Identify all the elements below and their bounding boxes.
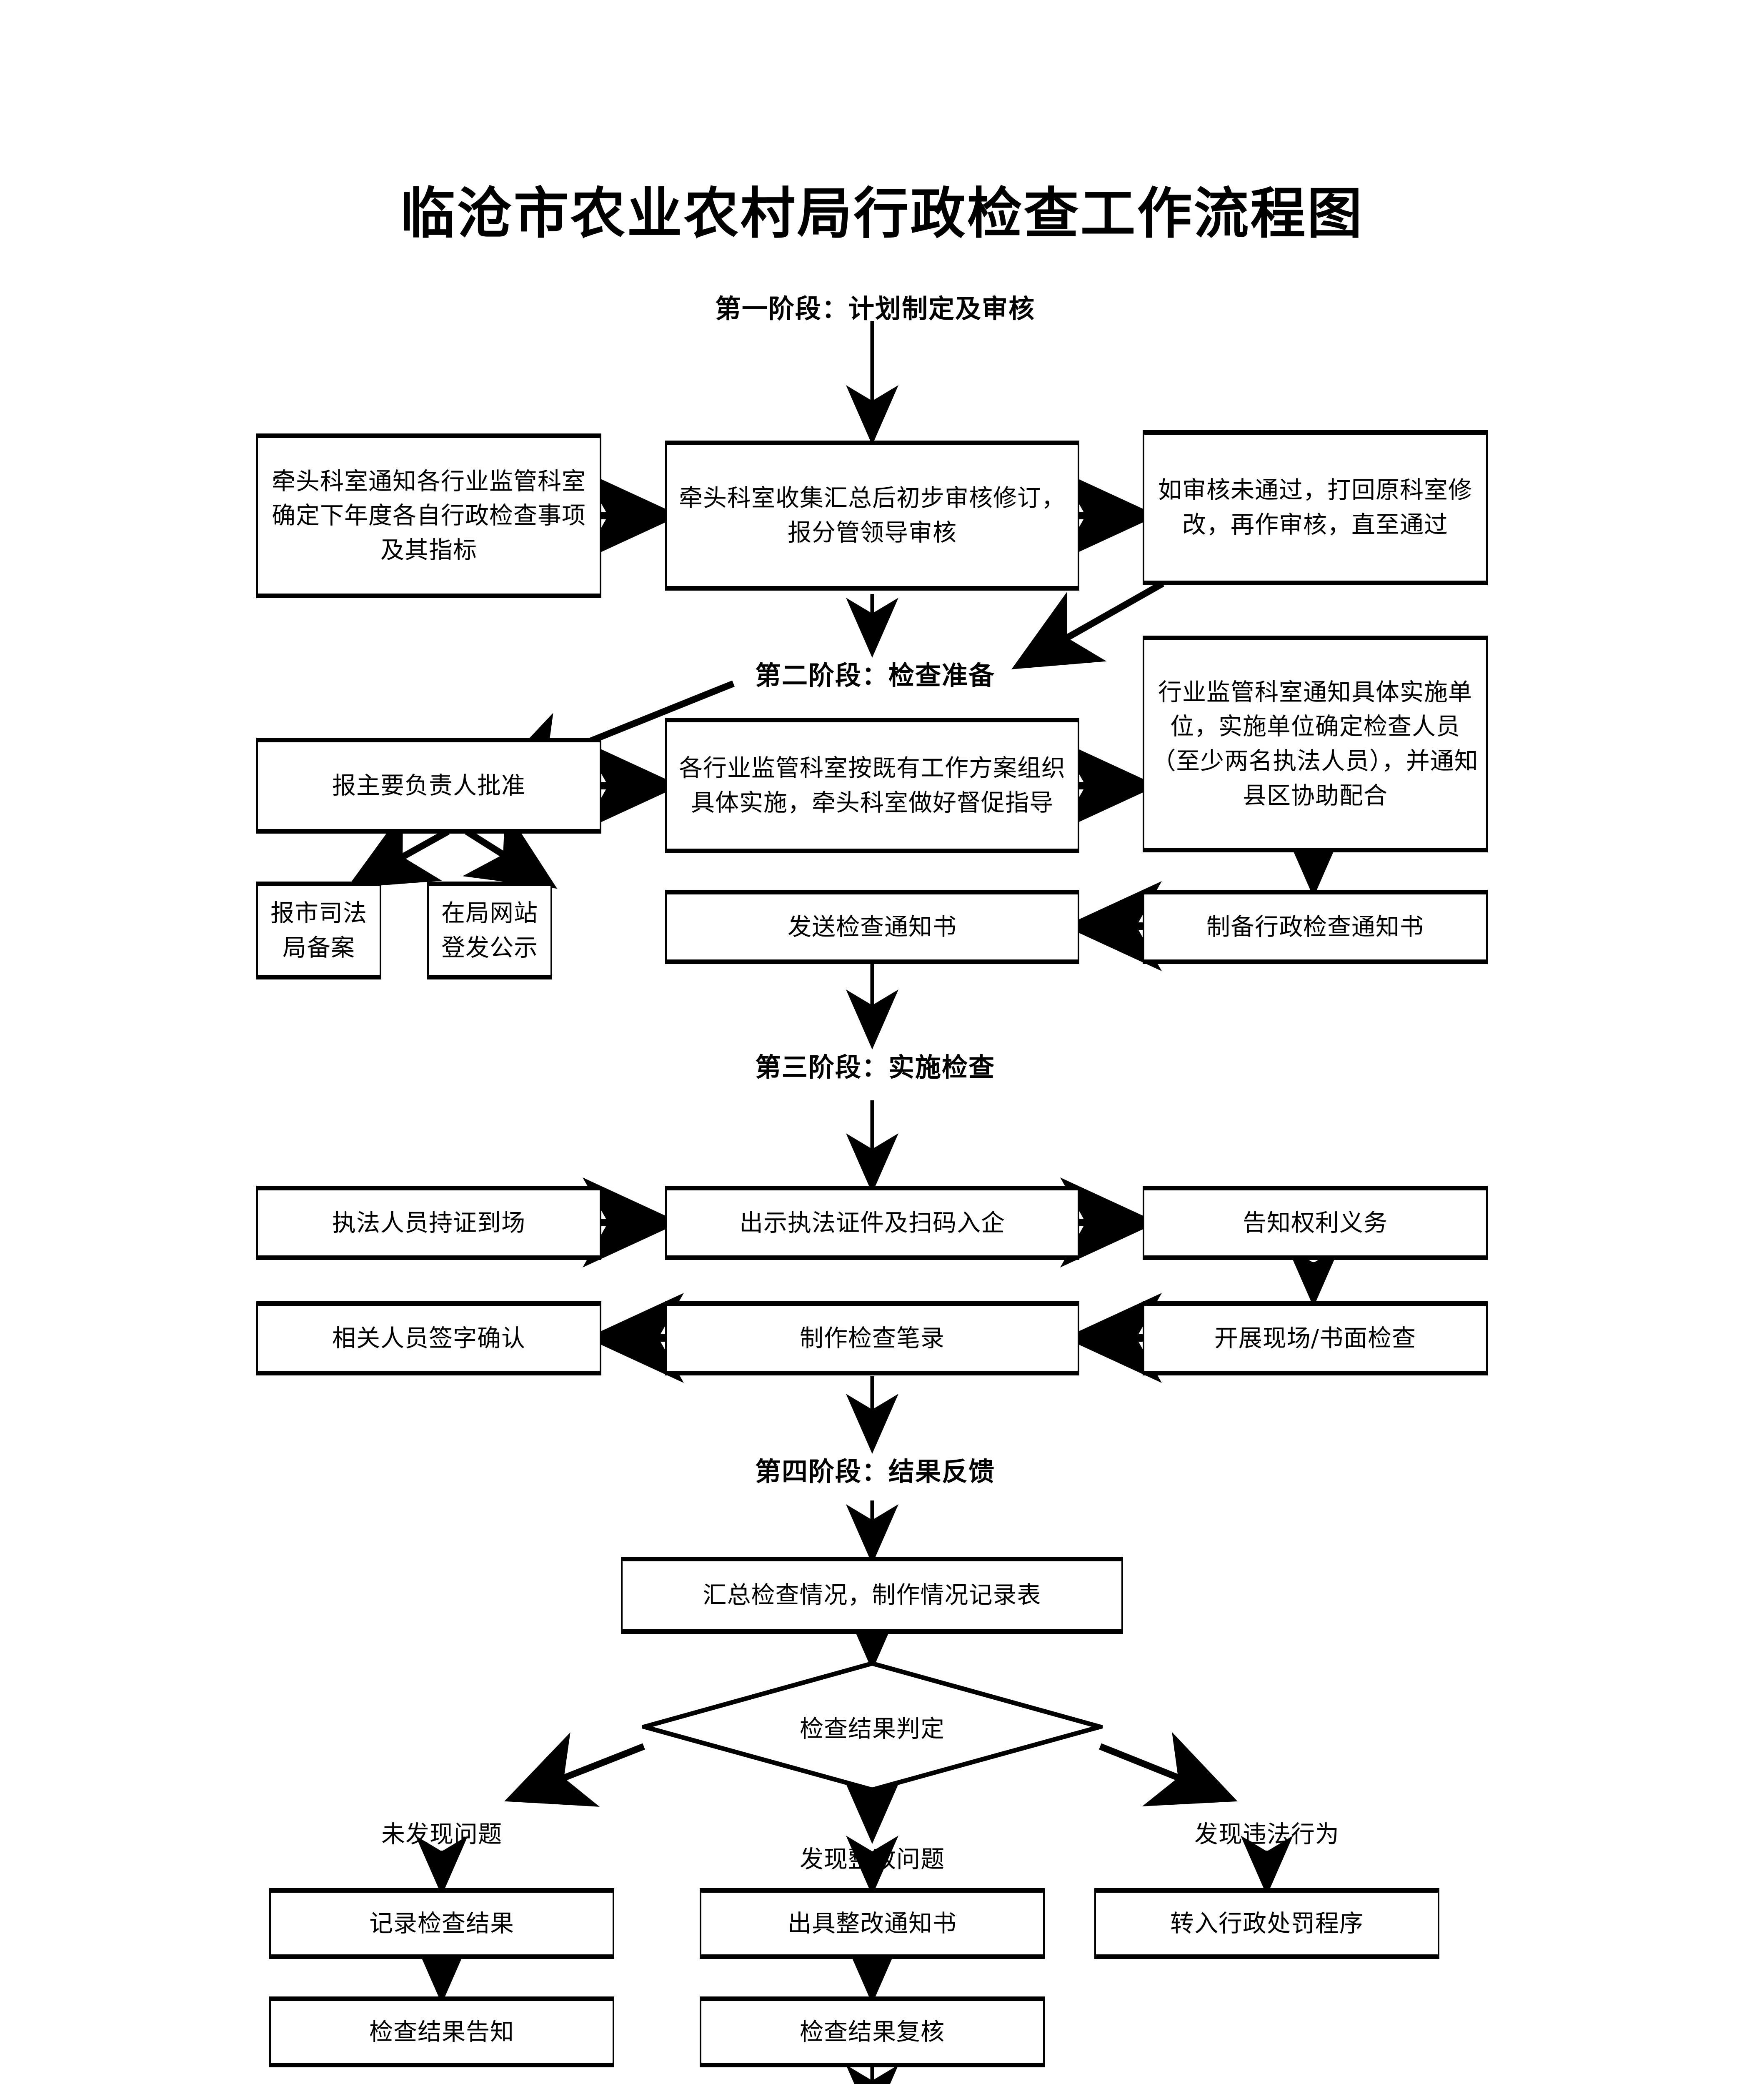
node-s2-file-with-justice-bureau[interactable]: 报市司法局备案 — [256, 882, 381, 979]
page-title: 临沧市农业农村局行政检查工作流程图 — [400, 181, 1364, 246]
node-s4-record-result[interactable]: 记录检查结果 — [269, 1888, 614, 1959]
stage-heading-1: 第一阶段：计划制定及审核 — [715, 293, 1035, 324]
stage-heading-4: 第四阶段：结果反馈 — [755, 1456, 995, 1487]
node-s3-inform-rights[interactable]: 告知权利义务 — [1143, 1186, 1488, 1260]
stage-heading-2: 第二阶段：检查准备 — [755, 660, 995, 691]
node-s3-show-credentials[interactable]: 出示执法证件及扫码入企 — [665, 1186, 1079, 1260]
diamond-shape — [636, 1661, 1109, 1792]
edge-label-illegal-act: 发现违法行为 — [1194, 1821, 1339, 1848]
node-s4-notify-result[interactable]: 检查结果告知 — [269, 1996, 614, 2067]
node-s2-send-inspection-notice[interactable]: 发送检查通知书 — [665, 890, 1079, 964]
node-s2-approve-by-principal[interactable]: 报主要负责人批准 — [256, 738, 601, 834]
node-s1-review-rejected[interactable]: 如审核未通过，打回原科室修改，再作审核，直至通过 — [1143, 430, 1488, 585]
stage-heading-3: 第三阶段：实施检查 — [755, 1052, 995, 1082]
decision-inspection-result[interactable]: 检查结果判定 — [636, 1661, 1109, 1792]
node-s3-conduct-inspection[interactable]: 开展现场/书面检查 — [1143, 1301, 1488, 1375]
node-s4-transfer-to-penalty[interactable]: 转入行政处罚程序 — [1094, 1888, 1439, 1959]
node-s3-officers-arrive[interactable]: 执法人员持证到场 — [256, 1186, 601, 1260]
edge-label-rectification: 发现整改问题 — [800, 1846, 945, 1873]
node-s1-collect-review[interactable]: 牵头科室收集汇总后初步审核修订，报分管领导审核 — [665, 441, 1079, 591]
node-s2-publish-on-website[interactable]: 在局网站登发公示 — [427, 882, 552, 979]
decision-label: 检查结果判定 — [800, 1715, 945, 1743]
node-s2-industry-office-implement[interactable]: 各行业监管科室按既有工作方案组织具体实施，牵头科室做好督促指导 — [665, 718, 1079, 853]
node-s4-summarize-record-table[interactable]: 汇总检查情况，制作情况记录表 — [621, 1557, 1123, 1634]
node-s1-lead-office-notify[interactable]: 牵头科室通知各行业监管科室确定下年度各自行政检查事项及其指标 — [256, 433, 601, 598]
node-s3-signature-confirm[interactable]: 相关人员签字确认 — [256, 1301, 601, 1375]
edge-label-no-problem: 未发现问题 — [381, 1821, 502, 1848]
node-s4-issue-rectification-notice[interactable]: 出具整改通知书 — [700, 1888, 1045, 1959]
node-s4-result-reexamine[interactable]: 检查结果复核 — [700, 1996, 1045, 2067]
node-s3-make-record[interactable]: 制作检查笔录 — [665, 1301, 1079, 1375]
node-s2-notify-implementing-unit[interactable]: 行业监管科室通知具体实施单位，实施单位确定检查人员（至少两名执法人员），并通知县… — [1143, 636, 1488, 852]
node-s2-prepare-inspection-notice[interactable]: 制备行政检查通知书 — [1143, 890, 1488, 964]
